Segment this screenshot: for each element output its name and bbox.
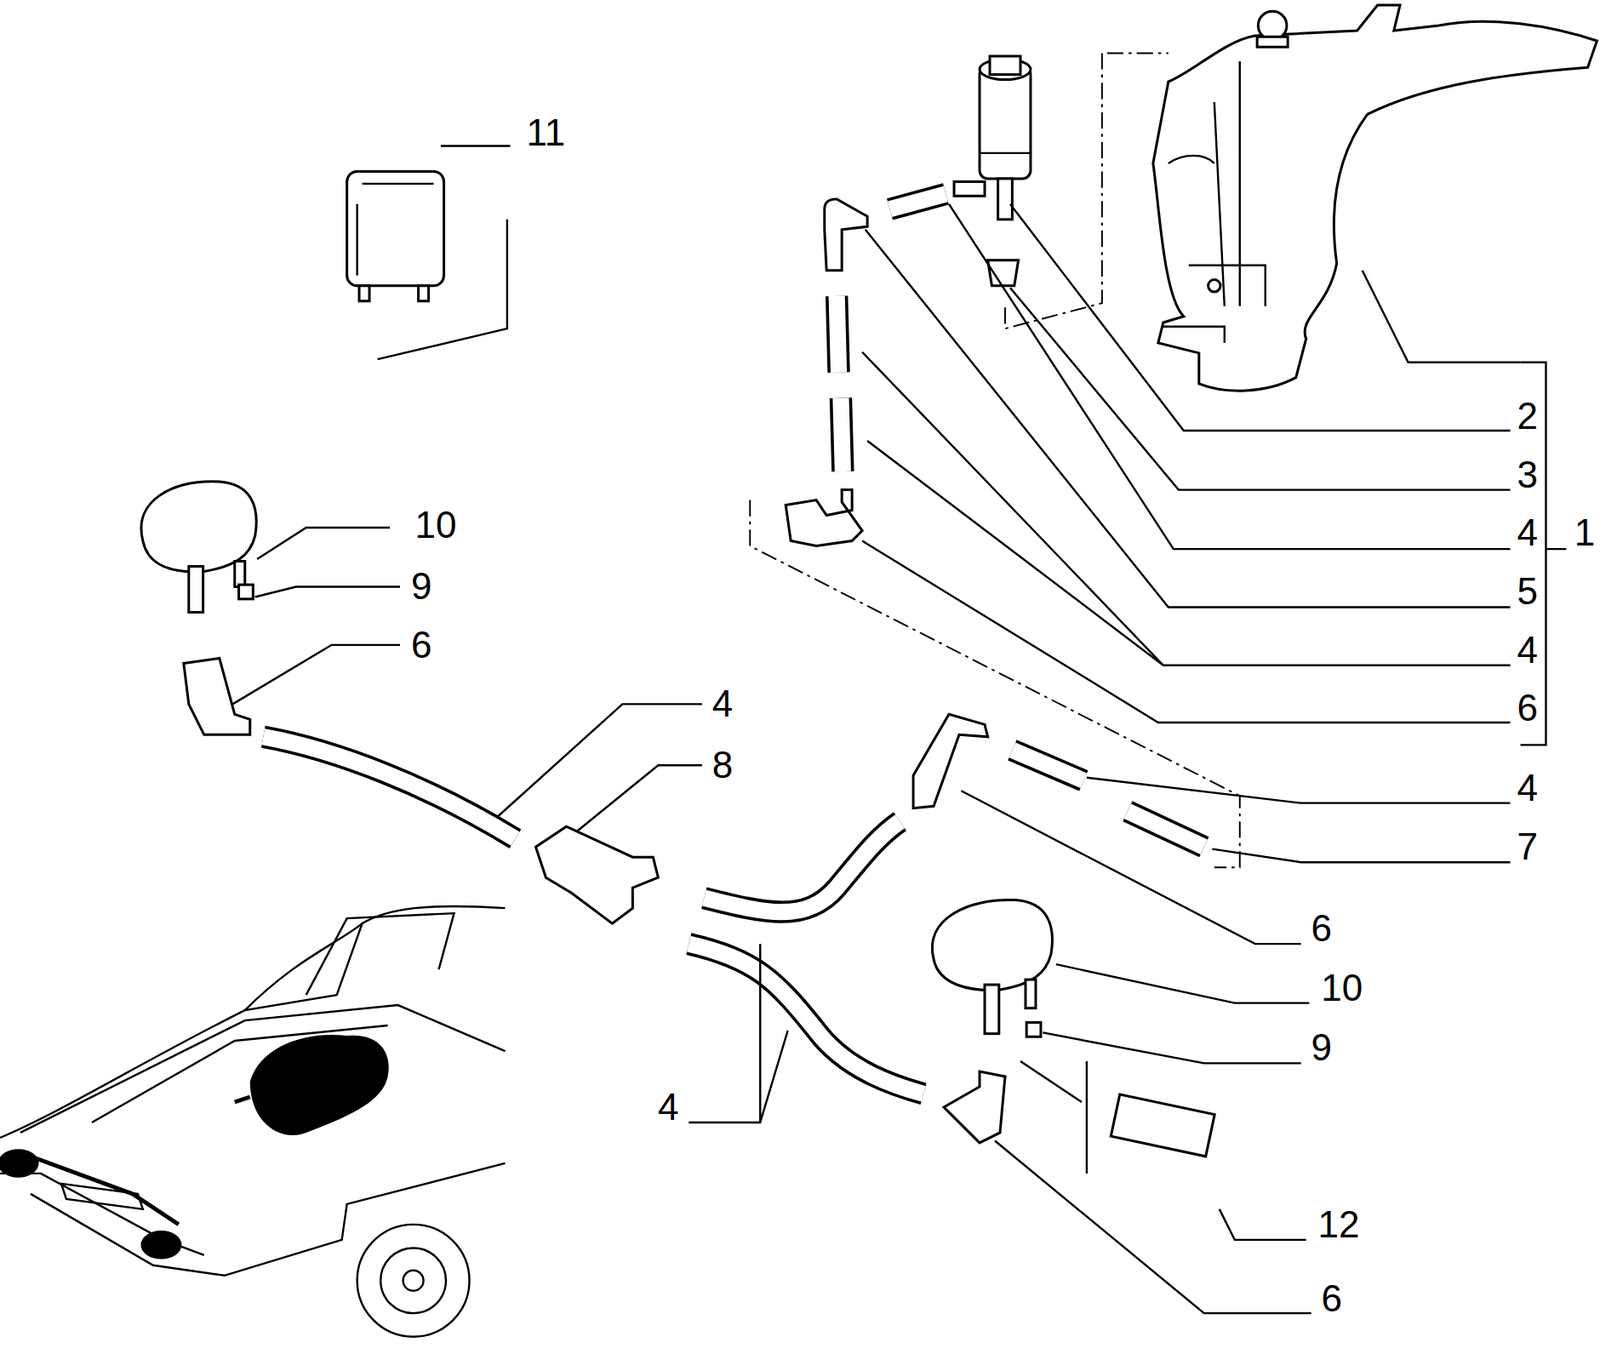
callout-number: 4 [710,685,735,723]
washer-pump [954,56,1031,286]
callout-number: 4 [1515,631,1540,669]
callout-number: 9 [409,567,434,606]
hoses [262,194,1204,1095]
callout-number: 9 [1308,1028,1333,1067]
callout-number: 3 [1515,456,1540,494]
callout-number: 2 [1515,397,1540,435]
callout-number: 12 [1316,1205,1362,1244]
callout-number: 6 [1319,1280,1343,1318]
car-sketch [0,906,505,1338]
callout-number: 6 [409,626,434,664]
callout-number: 4 [656,1088,680,1126]
callout-number: 1 [1572,514,1597,552]
relay [347,171,445,302]
callout-number: 4 [1515,514,1540,552]
callout-number: 6 [1515,689,1540,727]
callout-number: 10 [1319,969,1365,1007]
callout-number: 7 [1515,828,1540,866]
washer-tank [1153,5,1598,391]
callout-number: 6 [1308,909,1333,948]
callout-number: 8 [710,746,735,784]
leader-lines [232,52,1566,1314]
callout-number: 5 [1515,572,1540,611]
fittings [183,199,1006,1143]
callout-number: 11 [525,114,568,152]
callout-number: 4 [1515,769,1540,807]
callout-number: 10 [412,506,458,544]
